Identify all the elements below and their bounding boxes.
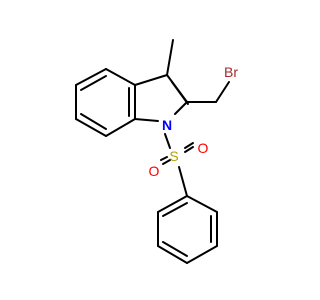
- structure-canvas: Br N S O O: [75, 39, 238, 264]
- n-s-bond: [164, 133, 171, 149]
- s-o-bond-2: [162, 159, 171, 165]
- nitrogen-label: N: [162, 117, 172, 133]
- c-br-bond: [215, 81, 230, 103]
- benzene-ring-indole: [75, 68, 136, 137]
- molecule-drawing: Br N S O O: [75, 39, 238, 264]
- s-o-bond-2b: [160, 156, 168, 161]
- phenyl-ring: [157, 195, 218, 264]
- pyrrole-ring: [134, 74, 189, 122]
- bromine-label: Br: [224, 64, 238, 80]
- methyl-bond: [166, 39, 174, 76]
- sulfur-label: S: [169, 148, 178, 164]
- oxygen-label-1: O: [198, 140, 209, 156]
- s-o-bond-1b: [184, 146, 194, 153]
- s-o-bond-1: [184, 142, 194, 149]
- s-phenyl-bond: [178, 166, 188, 197]
- oxygen-label-2: O: [149, 163, 160, 179]
